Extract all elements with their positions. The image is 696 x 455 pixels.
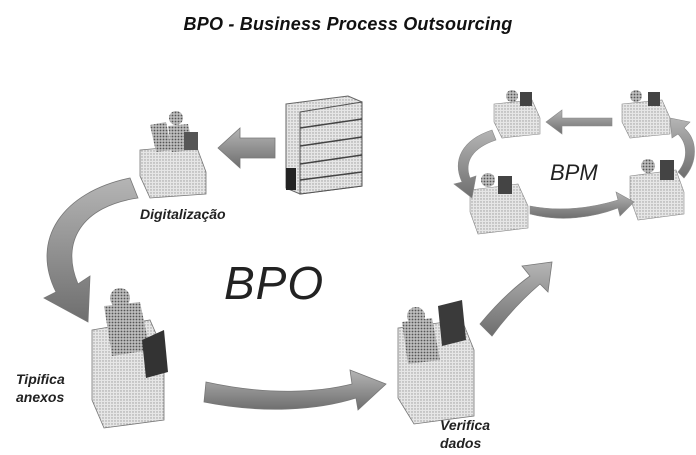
workstation-typing-icon (91, 288, 168, 429)
step-tipifica-label: Tipifica anexos (16, 370, 65, 406)
arrow-scan-to-typing (43, 177, 139, 323)
workstation-scan-icon (139, 111, 207, 199)
bpm-workstation-bottomleft-icon (469, 173, 529, 235)
bpm-workstation-topright-icon (621, 90, 671, 139)
step-verifica-label: Verifica dados (440, 416, 490, 452)
arrow-verify-to-bpm (479, 261, 553, 337)
step-tipifica-line2: anexos (16, 389, 65, 405)
bpm-arrow-left (453, 129, 497, 199)
arrow-cabinet-to-scan (217, 127, 276, 169)
bpm-arrow-top (545, 109, 613, 135)
step-tipifica-line1: Tipifica (16, 371, 65, 387)
bpm-arrow-bottom (529, 191, 635, 219)
step-verifica-line1: Verifica (440, 417, 491, 433)
arrow-typing-to-verify (203, 369, 387, 411)
bpm-workstation-topleft-icon (493, 90, 541, 139)
step-verifica-line2: dados (440, 435, 482, 451)
diagram-title: BPO - Business Process Outsourcing (183, 14, 513, 34)
bpo-center-label: BPO (224, 257, 325, 309)
bpm-arrow-right (669, 117, 695, 179)
step-digitalizacao-label: Digitalização (140, 206, 226, 222)
bpm-workstation-bottomright-icon (629, 159, 685, 221)
bpm-cluster-label: BPM (550, 160, 598, 185)
workstation-verify-icon (397, 300, 475, 425)
file-cabinet-icon (285, 95, 363, 195)
